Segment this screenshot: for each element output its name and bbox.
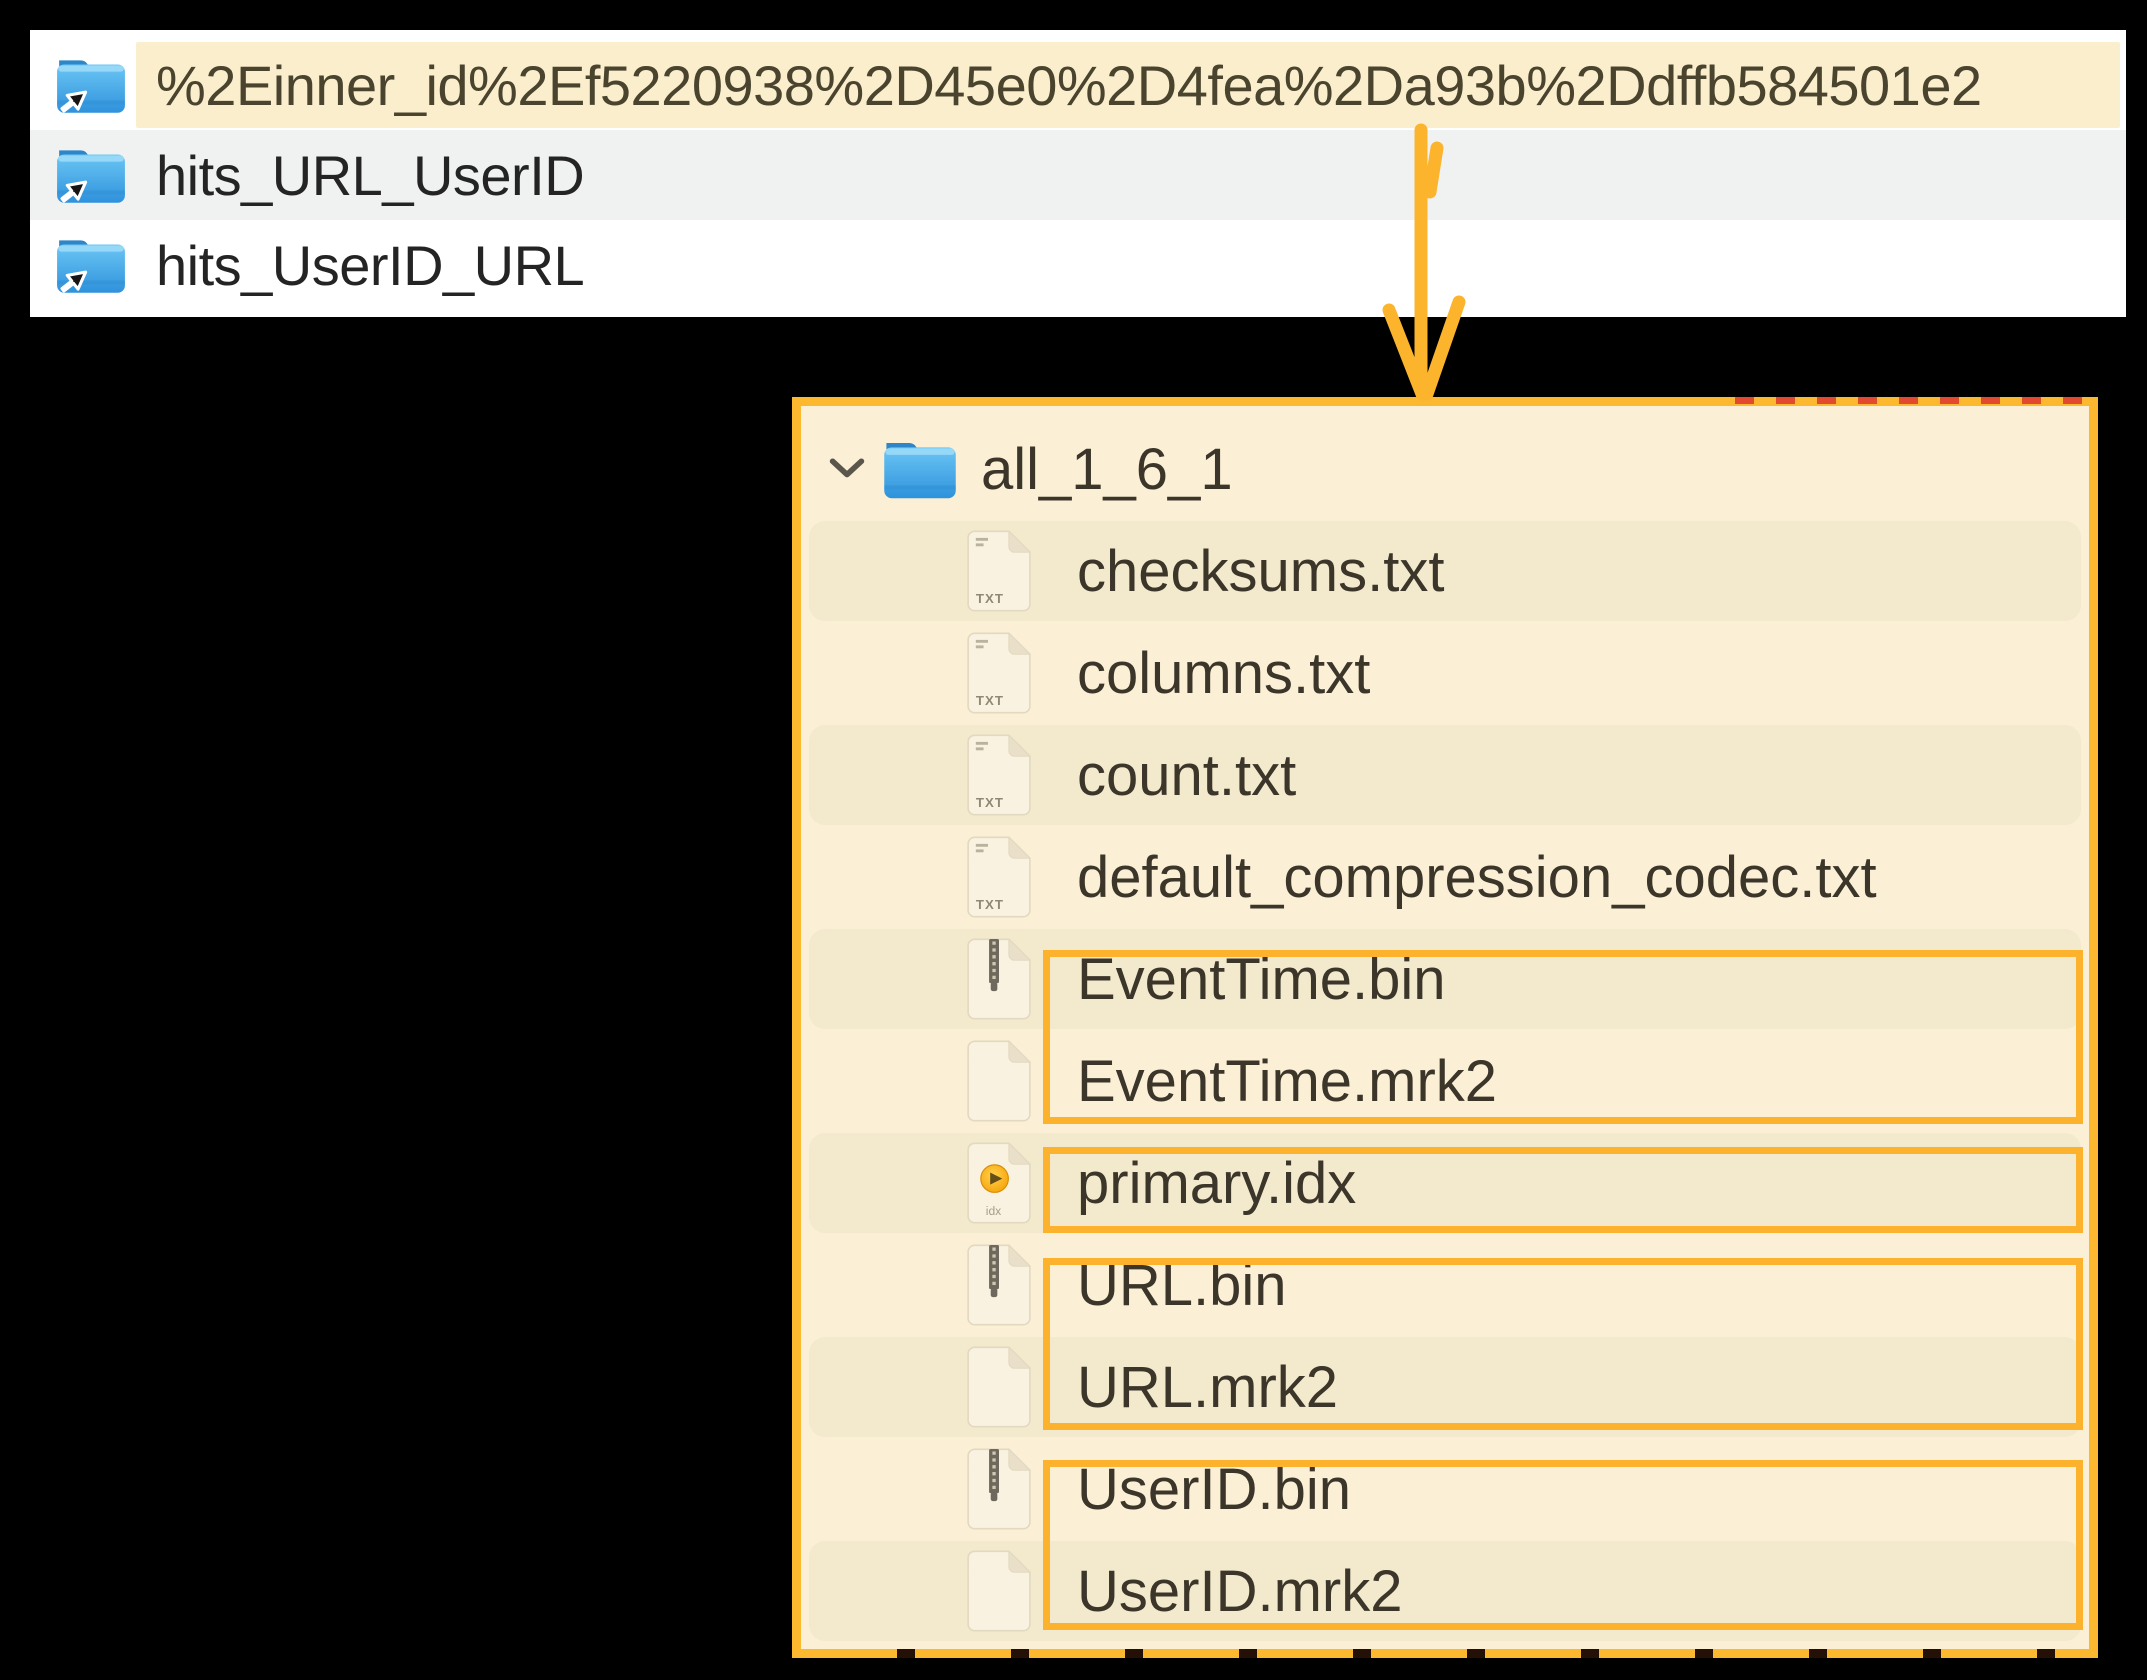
tree-row-label: default_compression_codec.txt bbox=[1077, 844, 1877, 910]
tree-row-all-1-6-1[interactable]: all_1_6_1 bbox=[801, 418, 2089, 520]
mrk2-file-icon bbox=[967, 1040, 1031, 1122]
chevron-down-icon[interactable] bbox=[827, 455, 867, 483]
mrk2-file-icon bbox=[967, 1346, 1031, 1428]
bin-file-icon bbox=[967, 1448, 1031, 1530]
annotation-bottom-dashes bbox=[801, 1649, 2097, 1658]
parts-row-label: %2Einner_id%2Ef5220938%2D45e0%2D4fea%2Da… bbox=[156, 53, 1982, 117]
bin-file-icon bbox=[967, 1244, 1031, 1326]
tree-row-columns[interactable]: columns.txt bbox=[801, 622, 2089, 724]
parts-row-label: hits_URL_UserID bbox=[156, 143, 585, 207]
parts-row-hits-url-userid[interactable]: hits_URL_UserID bbox=[30, 130, 2126, 220]
tree-row-eventtime-mrk2[interactable]: EventTime.mrk2 bbox=[801, 1030, 2089, 1132]
tree-row-eventtime-bin[interactable]: EventTime.bin bbox=[801, 928, 2089, 1030]
annotation-box-userid bbox=[1043, 1460, 2083, 1630]
folder-icon bbox=[881, 436, 959, 502]
tree-row-label: checksums.txt bbox=[1077, 538, 1445, 604]
tree-row-label: UserID.bin bbox=[1077, 1456, 1351, 1522]
parts-row-inner-id[interactable]: %2Einner_id%2Ef5220938%2D45e0%2D4fea%2Da… bbox=[30, 40, 2126, 130]
annotation-box-url bbox=[1043, 1258, 2083, 1430]
tree-row-userid-bin[interactable]: UserID.bin bbox=[801, 1438, 2089, 1540]
tree-row-label: URL.mrk2 bbox=[1077, 1354, 1339, 1420]
tree-row-checksums[interactable]: checksums.txt bbox=[801, 520, 2089, 622]
tree-row-url-mrk2[interactable]: URL.mrk2 bbox=[801, 1336, 2089, 1438]
txt-file-icon bbox=[967, 530, 1031, 612]
annotation-red-dashes bbox=[1735, 397, 2095, 404]
tree-row-label: count.txt bbox=[1077, 742, 1297, 808]
tree-row-count[interactable]: count.txt bbox=[801, 724, 2089, 826]
tree-row-label: all_1_6_1 bbox=[981, 436, 1233, 502]
part-tree-panel: all_1_6_1 checksums.txt columns.txt coun… bbox=[792, 397, 2098, 1658]
tree-row-label: EventTime.mrk2 bbox=[1077, 1048, 1498, 1114]
txt-file-icon bbox=[967, 632, 1031, 714]
folder-alias-icon bbox=[54, 144, 128, 206]
idx-file-icon bbox=[967, 1142, 1031, 1224]
tree-row-default-compression-codec[interactable]: default_compression_codec.txt bbox=[801, 826, 2089, 928]
parts-row-label: hits_UserID_URL bbox=[156, 233, 585, 297]
annotation-box-primary-idx bbox=[1043, 1147, 2083, 1233]
tree-row-label: EventTime.bin bbox=[1077, 946, 1446, 1012]
folder-alias-icon bbox=[54, 54, 128, 116]
bin-file-icon bbox=[967, 938, 1031, 1020]
mrk2-file-icon bbox=[967, 1550, 1031, 1632]
tree-row-label: primary.idx bbox=[1077, 1150, 1357, 1216]
tree-row-label: columns.txt bbox=[1077, 640, 1371, 706]
txt-file-icon bbox=[967, 734, 1031, 816]
parts-row-hits-userid-url[interactable]: hits_UserID_URL bbox=[30, 220, 2126, 310]
folder-alias-icon bbox=[54, 234, 128, 296]
parts-list-panel: %2Einner_id%2Ef5220938%2D45e0%2D4fea%2Da… bbox=[30, 30, 2126, 317]
txt-file-icon bbox=[967, 836, 1031, 918]
tree-row-label: UserID.mrk2 bbox=[1077, 1558, 1403, 1624]
annotation-box-eventtime bbox=[1043, 950, 2083, 1124]
selected-row-highlight bbox=[136, 42, 2120, 128]
